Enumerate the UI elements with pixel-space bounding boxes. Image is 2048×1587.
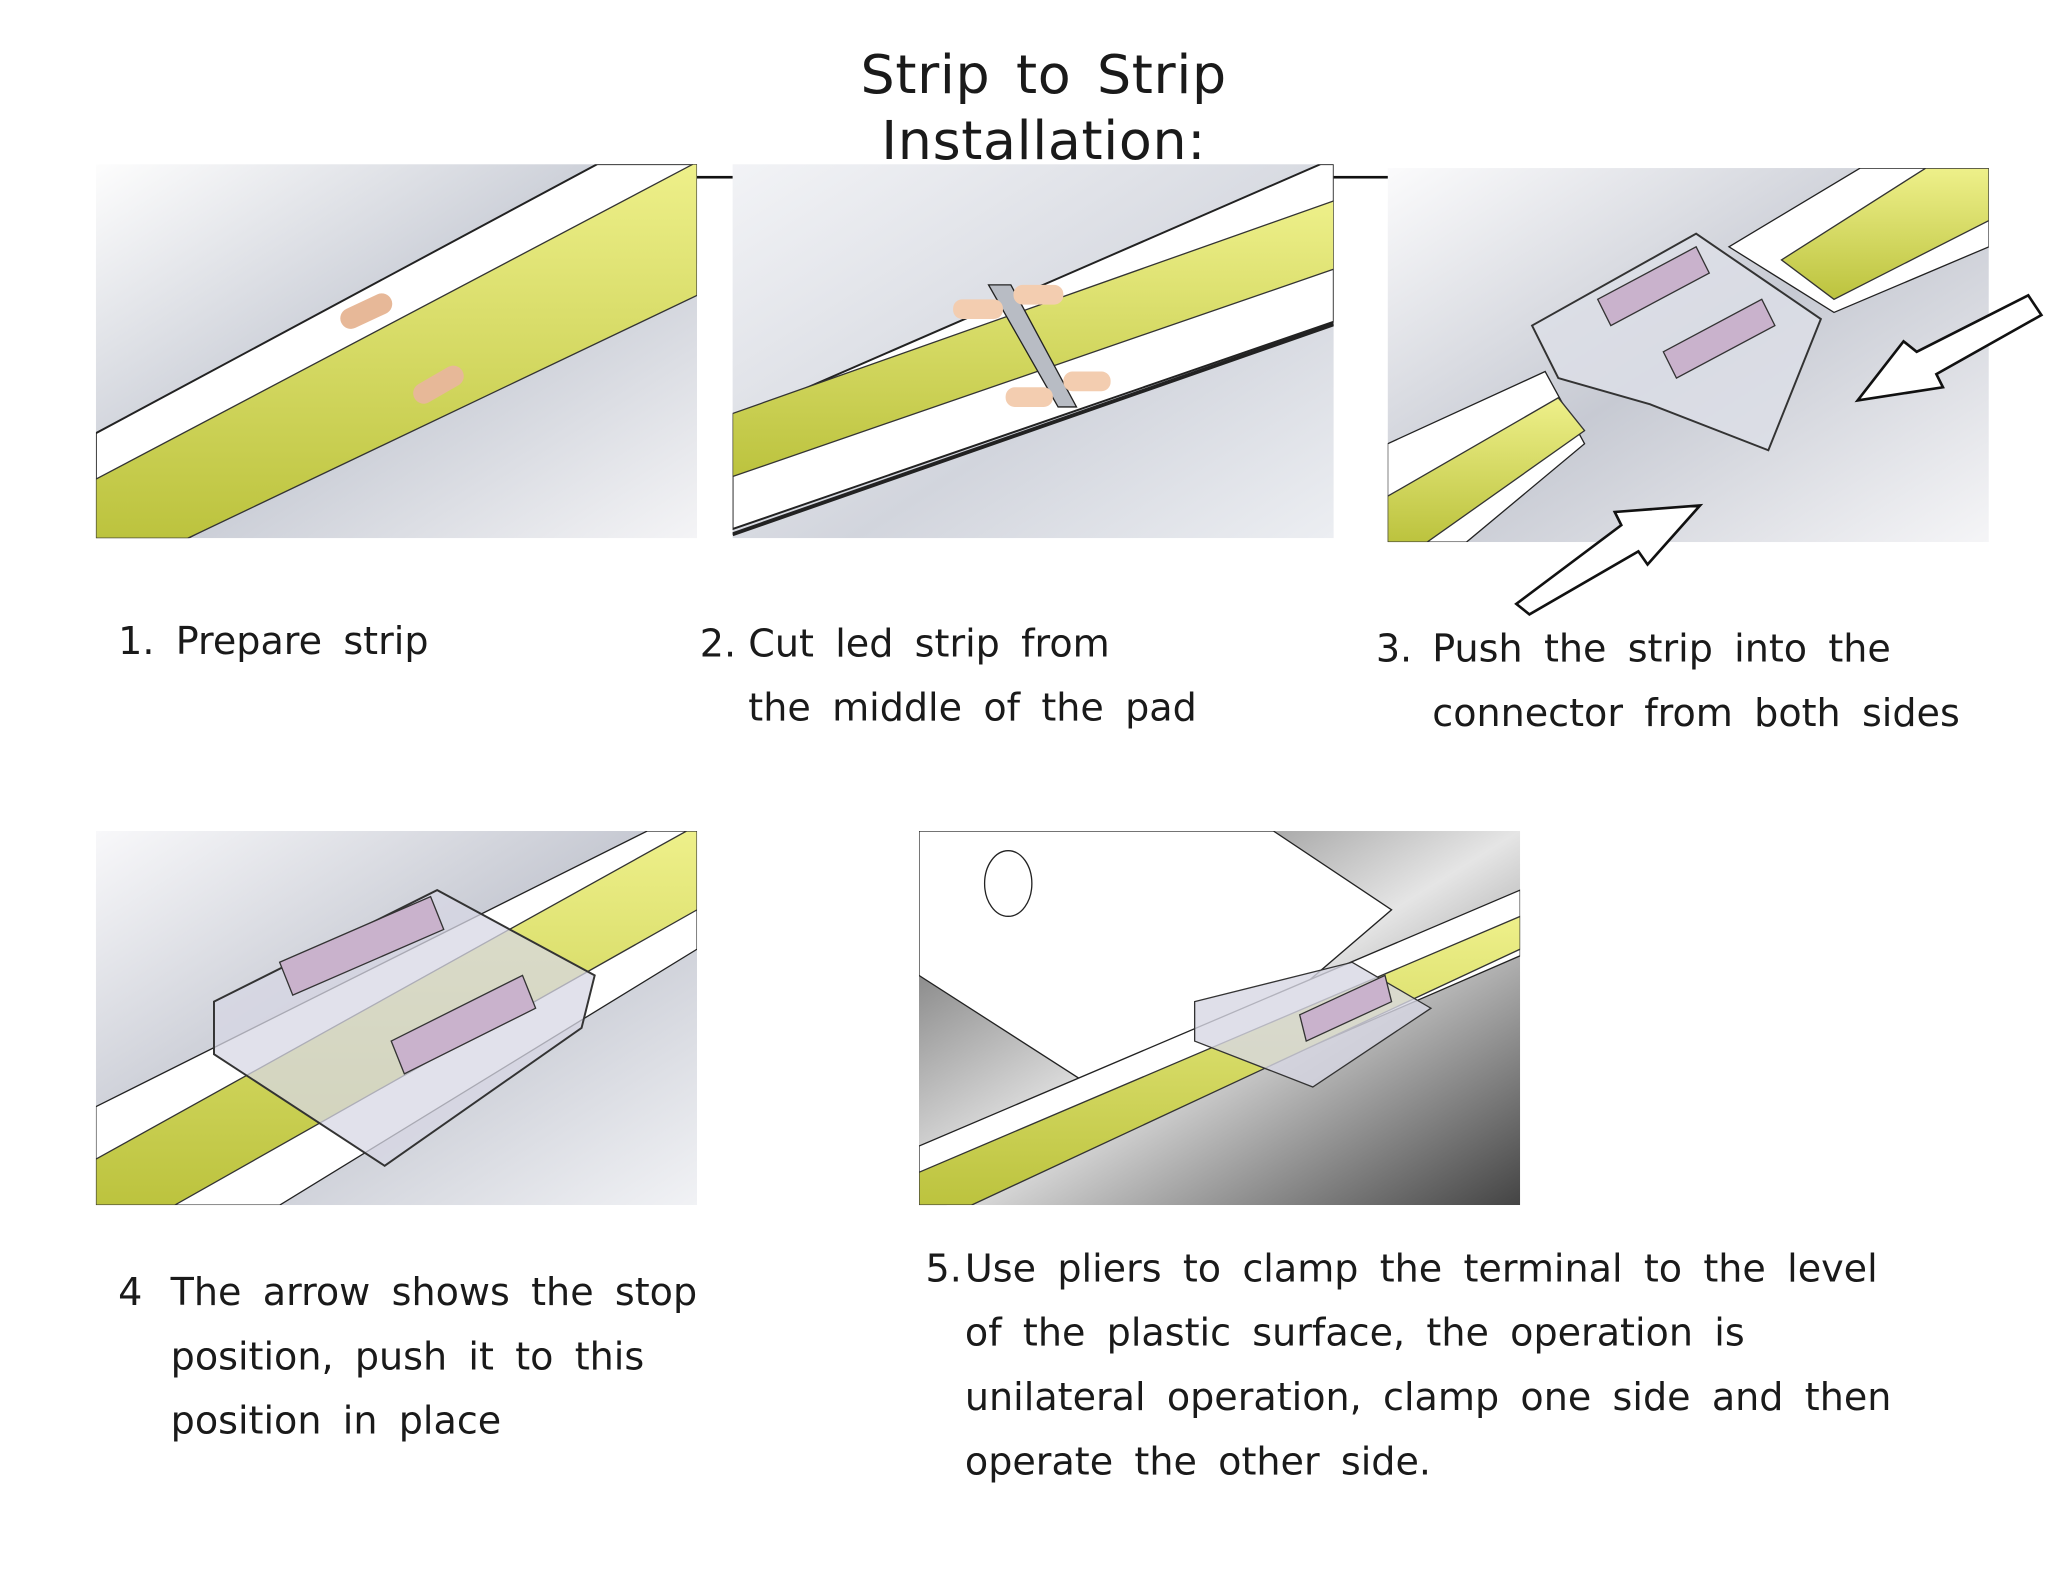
- step-4-illustration: [95, 831, 698, 1206]
- step-1-caption: 1. Prepare strip: [118, 618, 429, 663]
- step-5-illustration: [918, 831, 1521, 1206]
- step-2-caption: 2. Cut led strip from the middle of the …: [699, 620, 1197, 730]
- step-2-illustration: [732, 164, 1334, 539]
- step-5-caption: 5. Use pliers to clamp the terminal to t…: [925, 1245, 1892, 1484]
- step-3-caption: 3. Push the strip into the connector fro…: [1375, 626, 1960, 736]
- step-4-caption: 4 The arrow shows the stop position, pus…: [118, 1269, 698, 1443]
- page-title: Strip to Strip Installation:: [687, 42, 1400, 179]
- step-3-illustration: [1387, 168, 1989, 543]
- step-1-illustration: [95, 164, 698, 539]
- push-arrows-icon: [1514, 293, 2044, 616]
